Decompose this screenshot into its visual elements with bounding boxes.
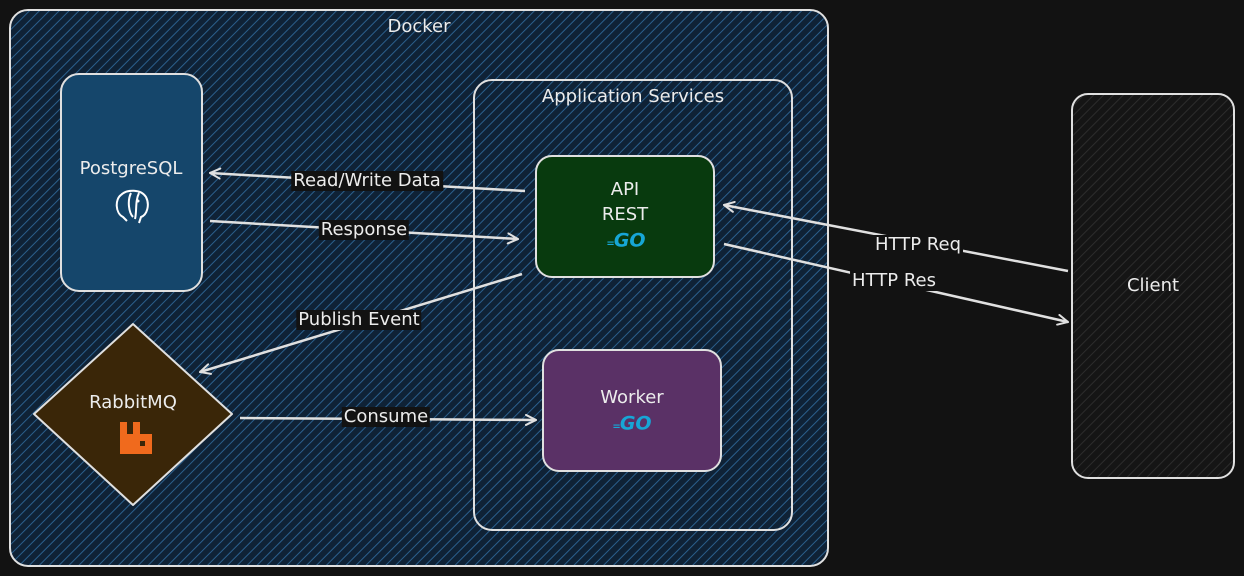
postgres-elephant-icon <box>115 189 149 224</box>
rabbitmq-node[interactable] <box>33 323 233 506</box>
go-logo-text: GO <box>619 412 652 435</box>
application-services-label: Application Services <box>541 86 725 107</box>
client-box[interactable] <box>1071 93 1235 479</box>
api-rest-node[interactable] <box>535 155 715 278</box>
worker-node[interactable] <box>542 349 722 472</box>
edge-label-http-req: HTTP Req <box>873 234 963 255</box>
worker-label: Worker <box>600 387 664 408</box>
rabbitmq-icon <box>120 422 152 454</box>
client-label: Client <box>1126 275 1180 296</box>
go-logo-icon: =GO <box>612 412 652 435</box>
rabbitmq-label: RabbitMQ <box>89 392 177 413</box>
api-label-line2: REST <box>601 204 649 225</box>
api-label-line1: API <box>610 179 640 200</box>
go-logo-text: GO <box>613 229 646 252</box>
edge-label-http-res: HTTP Res <box>850 270 938 291</box>
edge-label-publish-event: Publish Event <box>296 309 422 330</box>
postgres-label: PostgreSQL <box>79 158 183 179</box>
postgres-node[interactable] <box>60 73 203 292</box>
docker-label: Docker <box>387 16 451 37</box>
edge-label-consume: Consume <box>341 406 431 427</box>
go-logo-icon: =GO <box>606 229 646 252</box>
edge-label-response: Response <box>318 219 410 240</box>
edge-label-read-write: Read/Write Data <box>291 170 443 191</box>
